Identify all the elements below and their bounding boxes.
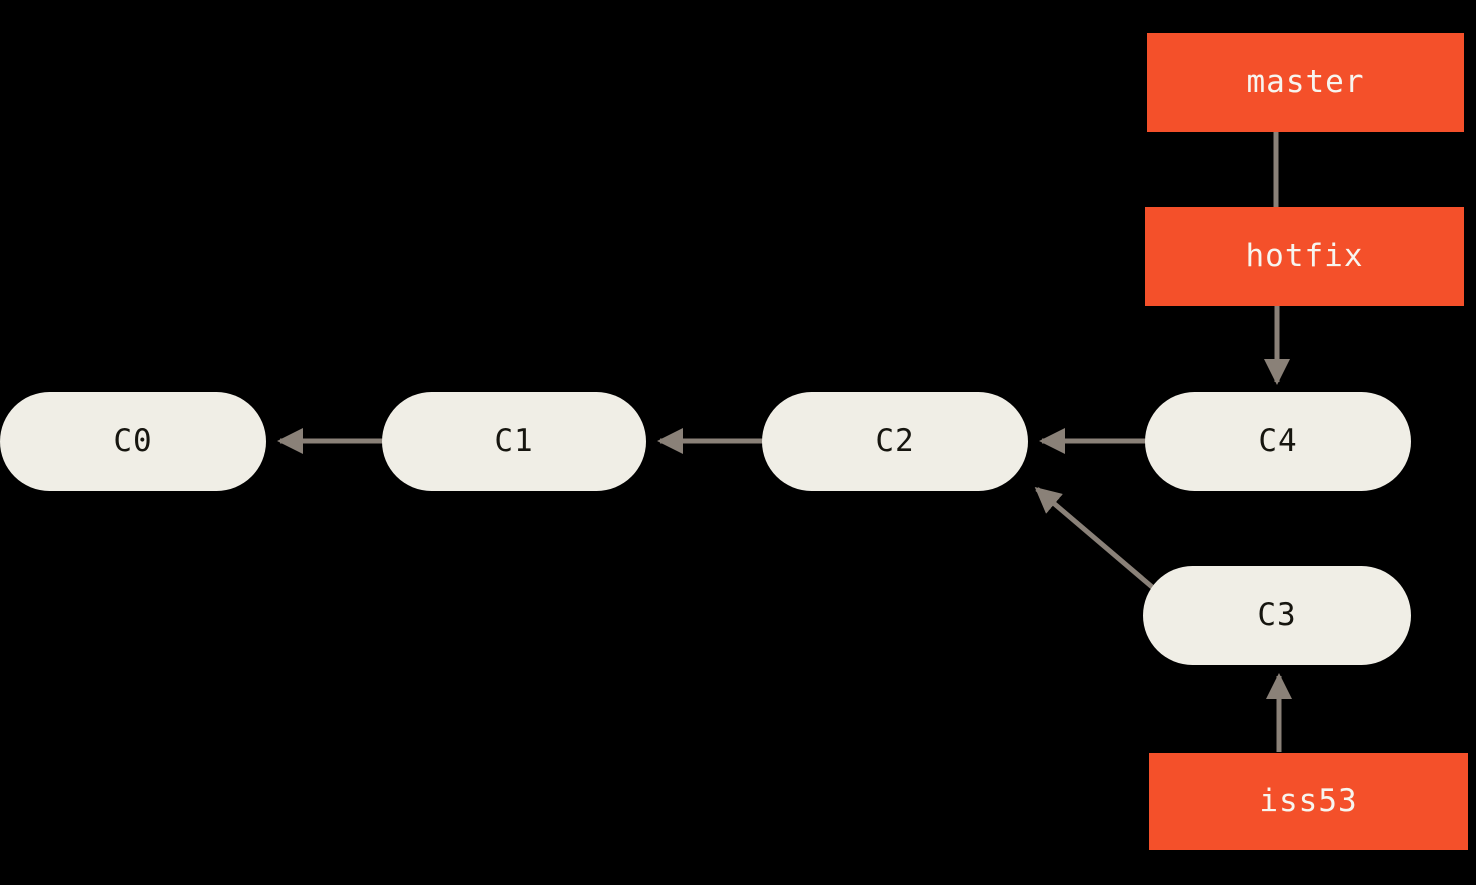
branch-label-iss53: iss53 xyxy=(1259,783,1358,819)
commit-label-c0: C0 xyxy=(113,423,153,459)
commit-label-c4: C4 xyxy=(1258,423,1298,459)
commit-node-c2[interactable]: C2 xyxy=(762,392,1028,491)
branch-box-iss53[interactable]: iss53 xyxy=(1149,753,1468,850)
branch-box-hotfix[interactable]: hotfix xyxy=(1145,207,1464,306)
commit-label-c2: C2 xyxy=(875,423,915,459)
commit-node-c1[interactable]: C1 xyxy=(382,392,646,491)
branch-label-hotfix: hotfix xyxy=(1245,238,1364,274)
branch-label-master: master xyxy=(1246,64,1365,100)
commit-node-c0[interactable]: C0 xyxy=(0,392,266,491)
commit-label-c3: C3 xyxy=(1257,597,1297,633)
branch-box-master[interactable]: master xyxy=(1147,33,1464,132)
commit-node-c4[interactable]: C4 xyxy=(1145,392,1411,491)
commit-node-c3[interactable]: C3 xyxy=(1143,566,1411,665)
commit-label-c1: C1 xyxy=(494,423,534,459)
edge-c3-to-c2 xyxy=(1034,487,1160,594)
